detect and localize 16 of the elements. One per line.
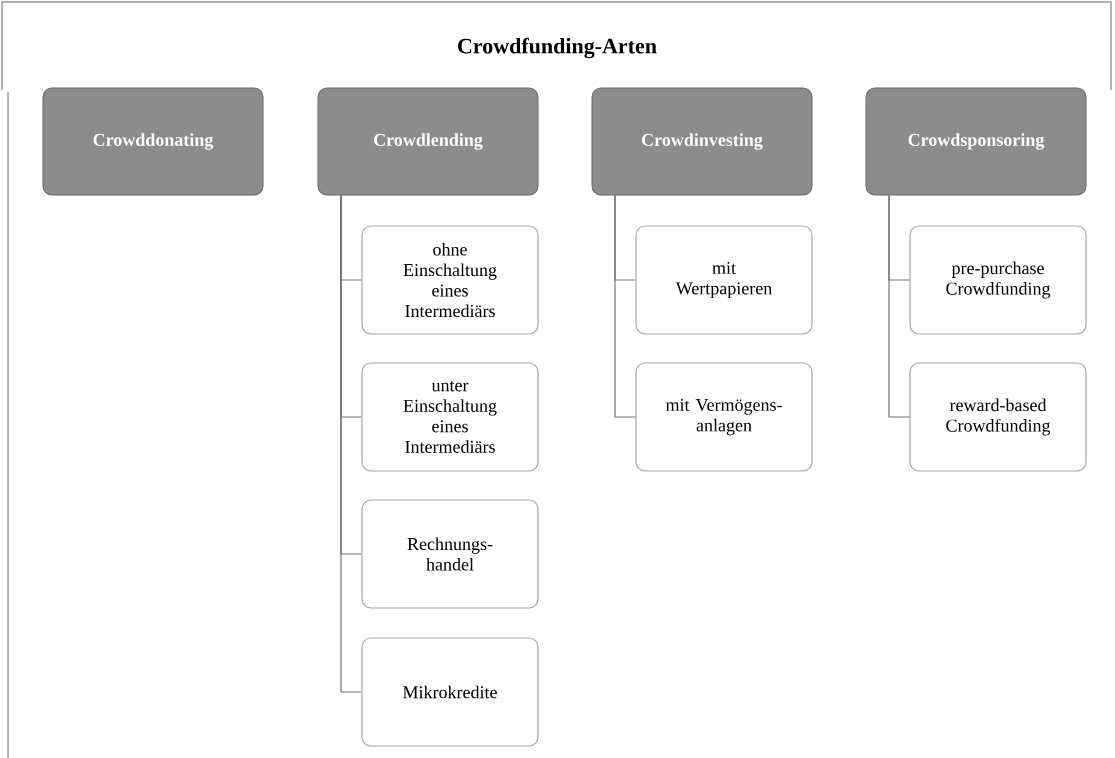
subcategory-box: ohne Einschaltung eines Intermediärs: [361, 225, 539, 335]
subcategory-box: Rechnungs-handel: [361, 499, 539, 609]
subcategory-box: unter Einschaltung eines Intermediärs: [361, 362, 539, 472]
subcategory-box: mit Vermögens-anlagen: [635, 362, 813, 472]
title: Crowdfunding-Arten: [458, 37, 657, 59]
subcategory-box: mit Wertpapieren: [635, 225, 813, 335]
connector-line: [888, 194, 910, 418]
category-box: Crowdinvesting: [591, 87, 813, 196]
subcategory-box: pre-purchase Crowdfunding: [909, 225, 1087, 335]
subcategory-box: Mikrokredite: [361, 637, 539, 747]
subcategory-box: reward-based Crowdfunding: [909, 362, 1087, 472]
connector-line: [614, 194, 636, 418]
category-box: Crowdsponsoring: [865, 87, 1087, 196]
connector-line: [340, 194, 362, 693]
category-box: Crowddonating: [42, 87, 264, 196]
category-box: Crowdlending: [317, 87, 539, 196]
